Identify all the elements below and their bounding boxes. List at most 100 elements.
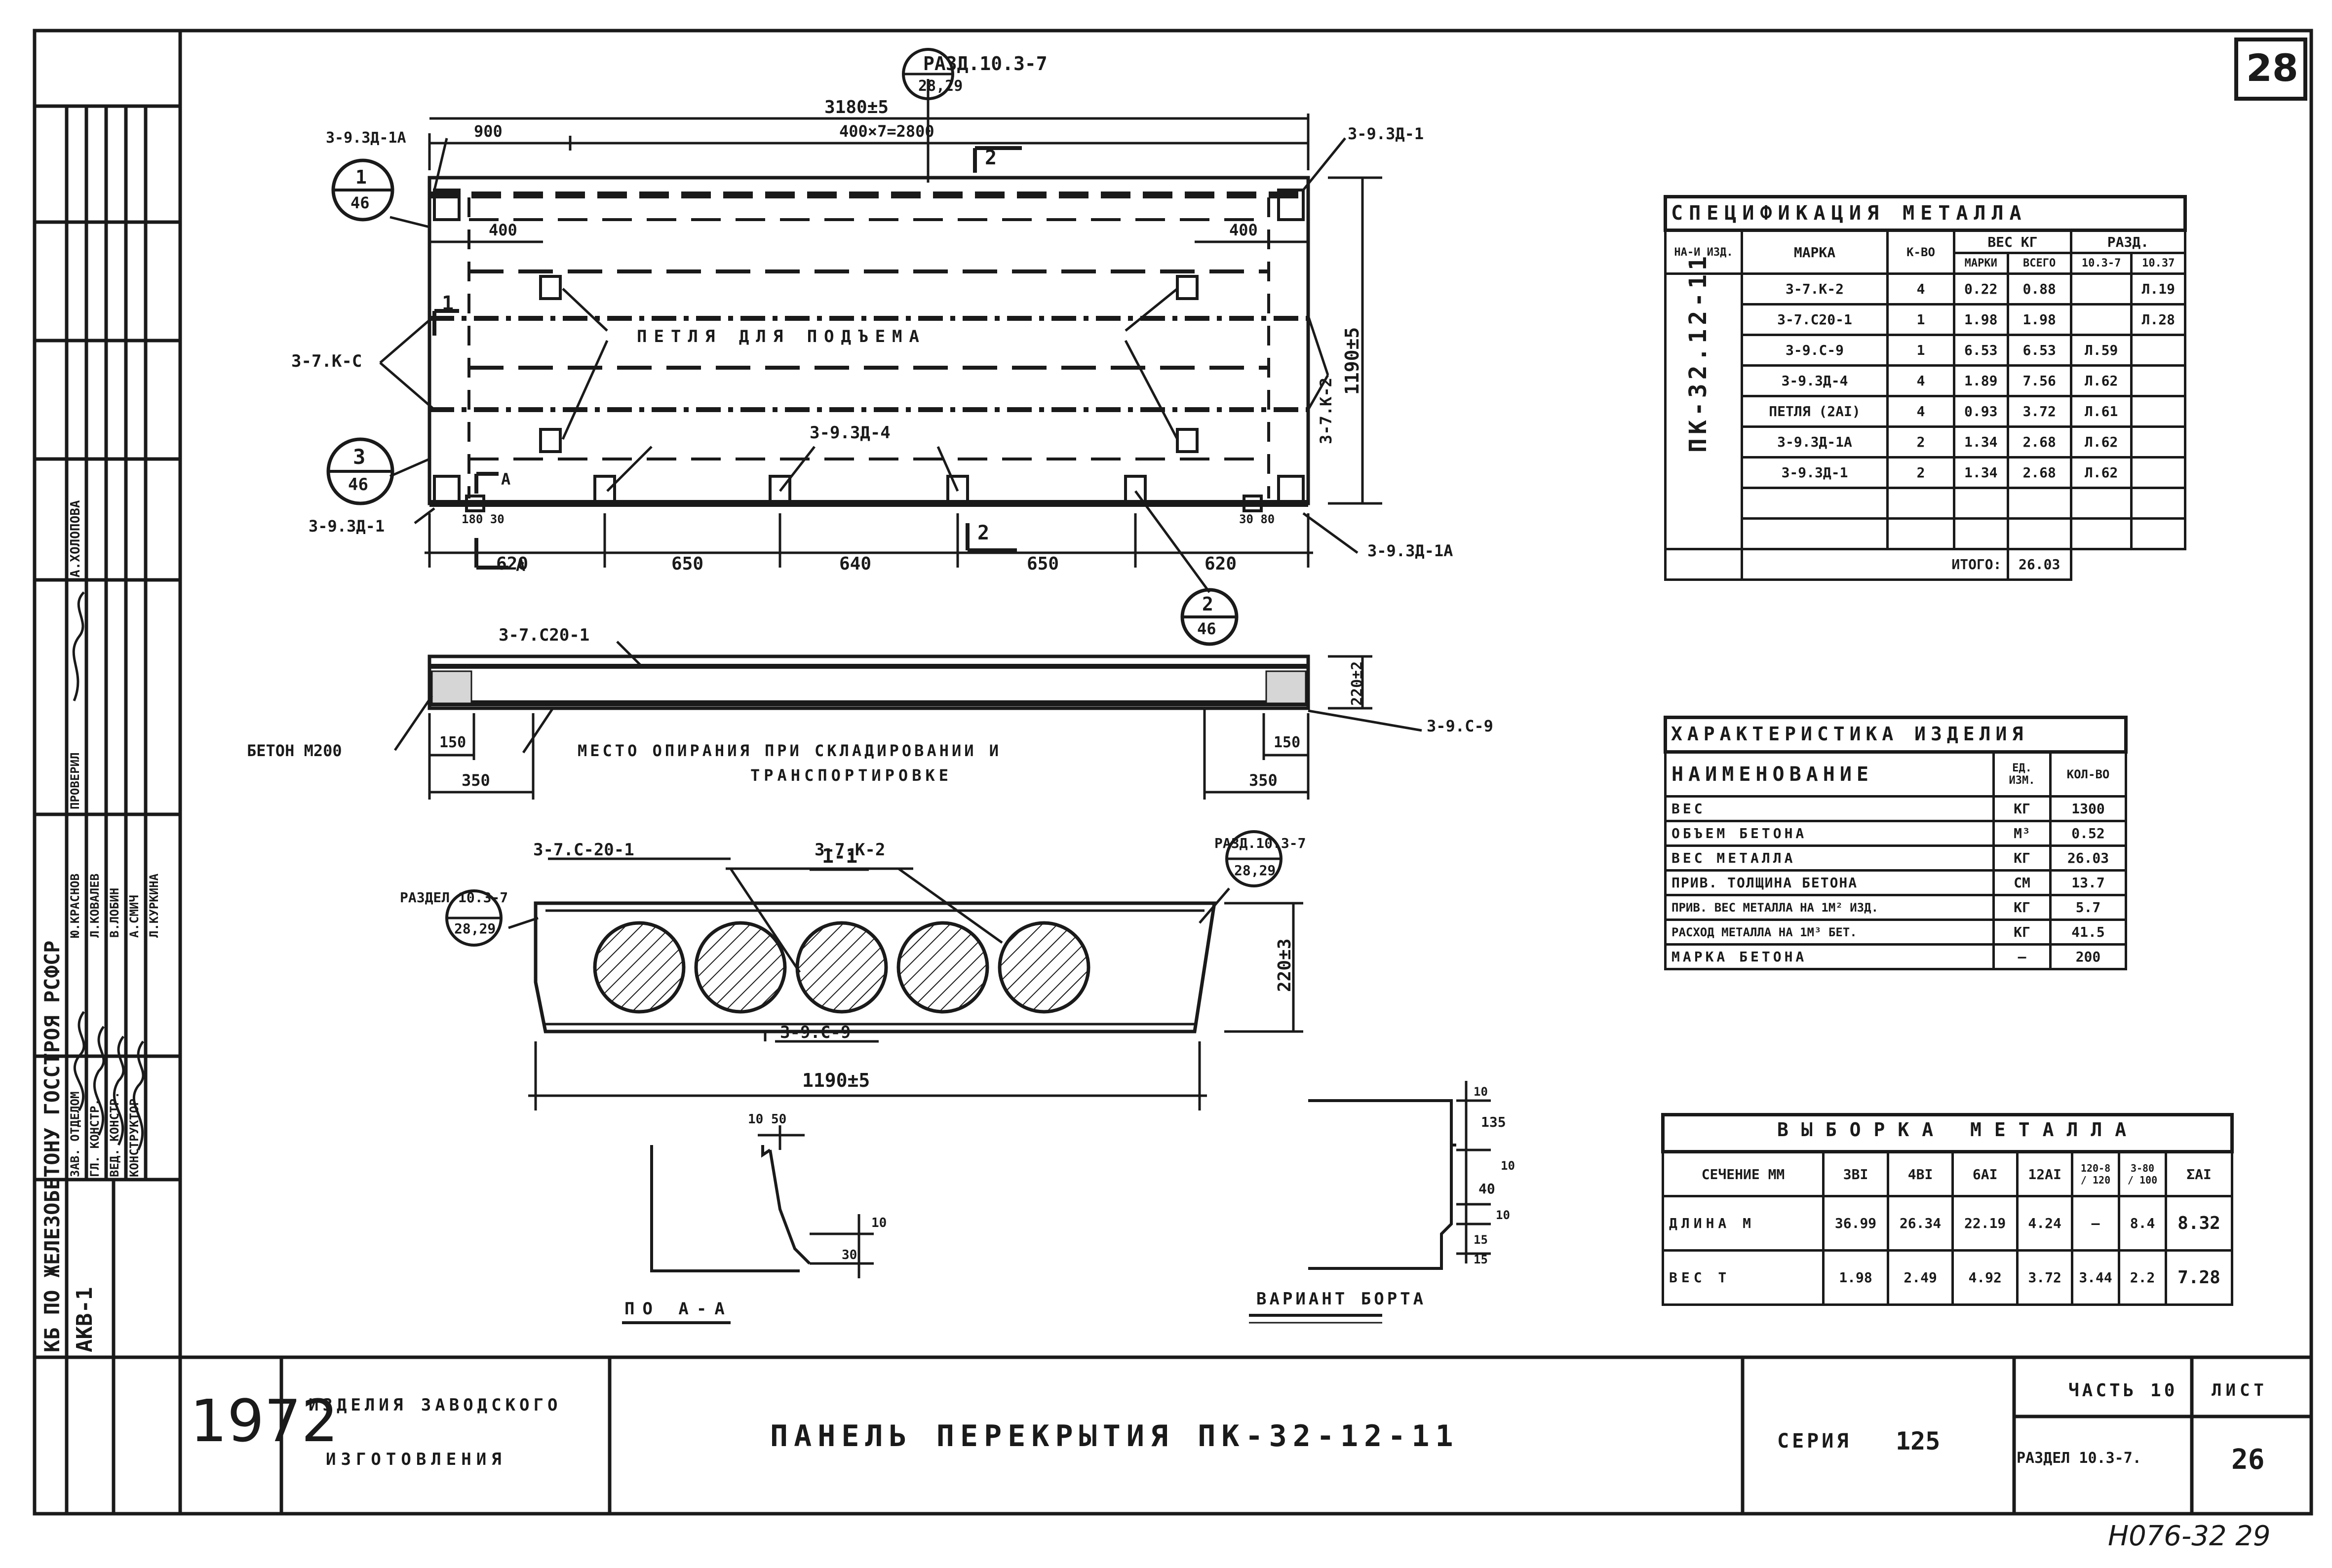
char-cell: 26.03 bbox=[2049, 844, 2127, 872]
spec-total-label: ИТОГО: bbox=[1742, 548, 2009, 581]
tb-name: ПАНЕЛЬ ПЕРЕКРЫТИЯ ПК-32-12-11 bbox=[770, 1419, 1459, 1453]
circle-2-top: 2 bbox=[1202, 593, 1213, 615]
elev-label-support: МЕСТО ОПИРАНИЯ ПРИ СКЛАДИРОВАНИИ И bbox=[578, 741, 1002, 760]
char-cell: ВЕС МЕТАЛЛА bbox=[1664, 844, 1995, 872]
sel-cell: 2.2 bbox=[2118, 1249, 2168, 1306]
spec-h-vsego: ВСЕГО bbox=[2006, 252, 2072, 275]
tb-role-1: ЗАВ. ОТДЕЛОМ bbox=[68, 1091, 82, 1177]
tb-series-value: 125 bbox=[1896, 1427, 1941, 1455]
spec-h-c1: 10.3-7 bbox=[2069, 252, 2133, 275]
tb-name-5: Л.КУРКИНА bbox=[147, 873, 161, 938]
elev-label-top: 3-7.С20-1 bbox=[499, 625, 590, 645]
elev-dim-350-right: 350 bbox=[1249, 771, 1278, 790]
spec-cell: 0.88 bbox=[2006, 272, 2072, 306]
section-mark-1: 1 bbox=[442, 292, 454, 315]
sel-head-cell: 4ВI bbox=[1887, 1150, 1954, 1197]
char-cell: 41.5 bbox=[2049, 918, 2127, 946]
spec-cell bbox=[2069, 303, 2133, 336]
spec-cell: Л.61 bbox=[2069, 395, 2133, 428]
sel-cell: 8.4 bbox=[2118, 1195, 2168, 1252]
section-mark-a-bottom: А bbox=[516, 556, 526, 575]
spec-total-value: 26.03 bbox=[2006, 548, 2072, 581]
dim-900: 900 bbox=[474, 122, 503, 141]
dim-400-left: 400 bbox=[489, 221, 517, 239]
sel-cell: ВЕС Т bbox=[1662, 1249, 1825, 1306]
spec-cell: ПЕТЛЯ (2АI) bbox=[1741, 395, 1889, 428]
dim-series: 400×7=2800 bbox=[839, 122, 934, 141]
spec-cell: Л.62 bbox=[2069, 425, 2133, 459]
table-row: МАРКА БЕТОНА—200 bbox=[1664, 943, 2127, 970]
sel-cell: ДЛИНА М bbox=[1662, 1195, 1825, 1252]
elev-dim-150-left: 150 bbox=[439, 734, 466, 751]
bottom-dim-1: 620 bbox=[496, 554, 529, 574]
char-cell: КГ bbox=[1992, 918, 2052, 946]
elev-dim-150-right: 150 bbox=[1274, 734, 1301, 751]
spec-cell: Л.62 bbox=[2069, 456, 2133, 489]
tb-sheet-code: АКВ-1 bbox=[72, 1287, 97, 1352]
detail-a-dim-right-1: 10 bbox=[871, 1216, 887, 1230]
elev-label-concrete: БЕТОН М200 bbox=[247, 741, 342, 760]
small-dims-right: 30 80 bbox=[1239, 512, 1275, 526]
spec-cell: 1 bbox=[1886, 334, 1955, 367]
elev-label-support2: ТРАНСПОРТИРОВКЕ bbox=[750, 766, 952, 785]
tb-part: ЧАСТЬ 10 bbox=[2068, 1380, 2178, 1401]
dim-400-right: 400 bbox=[1229, 221, 1258, 239]
spec-cell: 7.56 bbox=[2006, 364, 2072, 397]
spec-product: ПК-32.12-11 bbox=[1684, 252, 1712, 453]
spec-cell: 2 bbox=[1886, 425, 1955, 459]
elev-dim-350-left: 350 bbox=[462, 771, 490, 790]
spec-cell bbox=[2130, 334, 2186, 367]
spec-cell: 3-7.С20-1 bbox=[1741, 303, 1889, 336]
circle-3-bottom: 46 bbox=[348, 475, 368, 495]
label-mid-loops: 3-9.3Д-4 bbox=[810, 423, 891, 443]
spec-cell: 2.68 bbox=[2006, 425, 2072, 459]
label-left-mesh: 3-7.К-С bbox=[291, 351, 362, 371]
char-cell: — bbox=[1992, 943, 2052, 970]
spec-cell: Л.19 bbox=[2130, 272, 2186, 306]
spec-h-marki: МАРКИ bbox=[1953, 252, 2009, 275]
spec-h-kol: К-ВО bbox=[1886, 229, 1955, 275]
spec-h-ves: ВЕС КГ bbox=[1953, 229, 2072, 254]
char-cell: ВЕС bbox=[1664, 795, 1995, 822]
section-dim-height: 220±3 bbox=[1275, 938, 1295, 992]
page-number: 28 bbox=[2246, 46, 2298, 90]
spec-total-row: ИТОГО: 26.03 bbox=[1664, 548, 2185, 581]
label-bottom-right: 3-9.3Д-1А bbox=[1367, 541, 1453, 560]
sel-cell: 3.72 bbox=[2016, 1249, 2074, 1306]
detail-b-view bbox=[1249, 1081, 1491, 1324]
sel-cell: — bbox=[2071, 1195, 2121, 1252]
section-callout-left: РАЗДЕЛ 10.3-7 bbox=[400, 889, 508, 906]
tb-name-3: В.ЛОБИН bbox=[108, 887, 121, 938]
detail-b-dim-5: 10 bbox=[1496, 1208, 1510, 1222]
circle-1-bottom: 46 bbox=[350, 193, 370, 212]
bottom-dim-4: 650 bbox=[1027, 554, 1059, 574]
detail-b-dim-3: 10 bbox=[1501, 1159, 1515, 1173]
circle-1-top: 1 bbox=[355, 166, 367, 188]
spec-cell: Л.62 bbox=[2069, 364, 2133, 397]
detail-a-dim-right-2: 30 bbox=[842, 1248, 857, 1262]
bottom-dim-3: 640 bbox=[839, 554, 872, 574]
char-cell: 0.52 bbox=[2049, 820, 2127, 847]
detail-b-dim-4: 40 bbox=[1478, 1181, 1495, 1197]
section-mark-2-top: 2 bbox=[985, 147, 997, 169]
callout-top: РАЗД.10.3-7 bbox=[923, 53, 1048, 75]
char-cell: СМ bbox=[1992, 869, 2052, 896]
spec-cell: Л.28 bbox=[2130, 303, 2186, 336]
sel-cell: 7.28 bbox=[2165, 1249, 2233, 1306]
spec-cell: 1.98 bbox=[2006, 303, 2072, 336]
spec-cell bbox=[2069, 272, 2133, 306]
tb-name-1: Ю.КРАСНОВ bbox=[68, 873, 82, 938]
dim-height-plan: 1190±5 bbox=[1341, 327, 1363, 395]
tb-role-3: ВЕД. КОНСТР. bbox=[108, 1091, 121, 1177]
section-title: 1-1 bbox=[822, 845, 858, 868]
section-mark-a-top: А bbox=[501, 470, 511, 489]
char-cell: МАРКА БЕТОНА bbox=[1664, 943, 1995, 970]
